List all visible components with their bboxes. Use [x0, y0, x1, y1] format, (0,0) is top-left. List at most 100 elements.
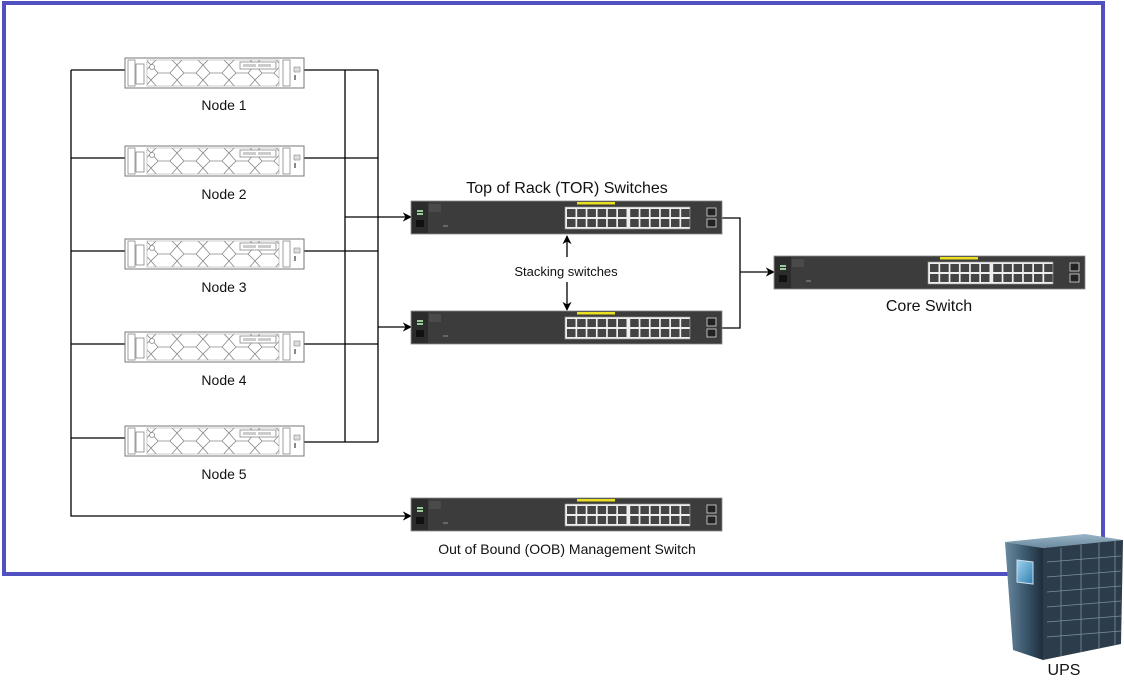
switch-ethernet-port-icon	[660, 506, 670, 514]
switch-ethernet-port-icon	[587, 329, 596, 337]
switch-tor1[interactable]	[410, 200, 723, 235]
switch-ethernet-port-icon	[587, 516, 596, 524]
switch-console-panel	[775, 257, 791, 288]
switch-status-led	[417, 320, 423, 322]
stacking-label: Stacking switches	[512, 264, 620, 279]
switch-ethernet-port-icon	[1023, 264, 1033, 272]
connectors	[70, 69, 775, 521]
server-port-icon	[293, 434, 301, 441]
node-3-label: Node 3	[201, 279, 247, 295]
switch-ethernet-port-icon	[630, 209, 639, 217]
switch-ethernet-port-icon	[607, 319, 617, 327]
ups-device[interactable]	[1005, 534, 1123, 660]
switch-ethernet-port-icon	[940, 264, 949, 272]
switch-ethernet-port-icon	[577, 506, 586, 514]
switch-ethernet-port-icon	[597, 329, 607, 337]
switch-ethernet-port-icon	[671, 219, 680, 227]
node-4-label: Node 4	[201, 372, 247, 388]
switch-console-panel	[412, 499, 428, 530]
ups-label: UPS	[1047, 662, 1081, 679]
server-port-icon	[293, 340, 301, 347]
switch-sfp-port-icon	[706, 207, 717, 217]
switch-ethernet-port-icon	[970, 274, 980, 282]
oob-switch-label: Out of Bound (OOB) Management Switch	[438, 541, 696, 557]
server-node5[interactable]	[124, 425, 305, 457]
switch-ethernet-port-icon	[607, 506, 617, 514]
switch-core[interactable]	[773, 255, 1086, 290]
switch-ethernet-port-icon	[681, 219, 690, 227]
server-slot	[243, 64, 256, 67]
server-slot	[243, 338, 256, 341]
server-slot	[258, 64, 271, 67]
switch-ethernet-port-icon	[660, 319, 670, 327]
switch-sfp-port-icon	[1069, 262, 1080, 272]
switch-ethernet-port-icon	[660, 329, 670, 337]
switch-ethernet-port-icon	[650, 516, 660, 524]
switch-ethernet-port-icon	[630, 319, 639, 327]
rack-boundary	[2, 1, 1105, 576]
switch-ethernet-port-icon	[970, 264, 980, 272]
switch-status-led	[417, 507, 423, 509]
switch-ethernet-port-icon	[930, 274, 939, 282]
switch-ethernet-port-icon	[1034, 274, 1043, 282]
switch-ethernet-port-icon	[660, 219, 670, 227]
server-node2[interactable]	[124, 145, 305, 177]
switch-ethernet-port-icon	[607, 329, 617, 337]
switch-ethernet-port-icon	[1023, 274, 1033, 282]
switch-ethernet-port-icon	[567, 219, 576, 227]
switch-ethernet-port-icon	[993, 264, 1002, 272]
server-drive-bay	[135, 151, 145, 173]
switch-label-plate	[429, 501, 441, 509]
switch-ethernet-port-icon	[597, 209, 607, 217]
switch-ethernet-port-icon	[597, 319, 607, 327]
server-handle-right	[282, 427, 291, 455]
switch-ethernet-port-icon	[567, 506, 576, 514]
switch-ethernet-port-icon	[577, 516, 586, 524]
switch-ethernet-port-icon	[567, 329, 576, 337]
server-port-icon	[293, 154, 301, 161]
server-drive-bay	[135, 63, 145, 85]
switch-ethernet-port-icon	[950, 274, 959, 282]
server-handle-left	[127, 427, 136, 455]
server-node1[interactable]	[124, 57, 305, 89]
switch-ethernet-port-icon	[650, 219, 660, 227]
switch-oob[interactable]	[410, 497, 723, 532]
server-handle-right	[282, 333, 291, 361]
switch-ethernet-port-icon	[618, 506, 627, 514]
server-port-icon	[293, 66, 301, 73]
switch-ethernet-port-icon	[618, 516, 627, 524]
ups-front	[1043, 540, 1123, 660]
switch-ethernet-port-icon	[960, 274, 970, 282]
switch-ethernet-port-icon	[618, 219, 627, 227]
server-node4[interactable]	[124, 331, 305, 363]
switch-ethernet-port-icon	[587, 219, 596, 227]
switch-sfp-port-icon	[706, 218, 717, 228]
switch-ethernet-port-icon	[681, 329, 690, 337]
server-slot	[258, 245, 271, 248]
switch-ethernet-port-icon	[671, 516, 680, 524]
switch-ethernet-port-icon	[577, 219, 586, 227]
switch-ethernet-port-icon	[630, 506, 639, 514]
switch-ethernet-port-icon	[671, 506, 680, 514]
server-handle-right	[282, 59, 291, 87]
switch-status-led	[780, 268, 786, 270]
switch-console-port-icon	[416, 330, 424, 337]
server-power-icon	[149, 338, 155, 344]
switch-ethernet-port-icon	[681, 516, 690, 524]
switch-ethernet-port-icon	[930, 264, 939, 272]
switch-ethernet-port-icon	[1013, 264, 1023, 272]
switch-ethernet-port-icon	[1003, 264, 1012, 272]
switch-ethernet-port-icon	[671, 329, 680, 337]
switch-ethernet-port-icon	[597, 219, 607, 227]
server-slot	[243, 432, 256, 435]
server-node3[interactable]	[124, 238, 305, 270]
switch-ethernet-port-icon	[650, 319, 660, 327]
switch-ethernet-port-icon	[567, 319, 576, 327]
switch-ethernet-port-icon	[618, 209, 627, 217]
switch-ethernet-port-icon	[1044, 274, 1053, 282]
switch-tor2[interactable]	[410, 310, 723, 345]
switch-activity-led	[940, 257, 978, 260]
switch-console-port-icon	[779, 275, 787, 282]
server-handle-right	[282, 147, 291, 175]
server-slot	[258, 338, 271, 341]
